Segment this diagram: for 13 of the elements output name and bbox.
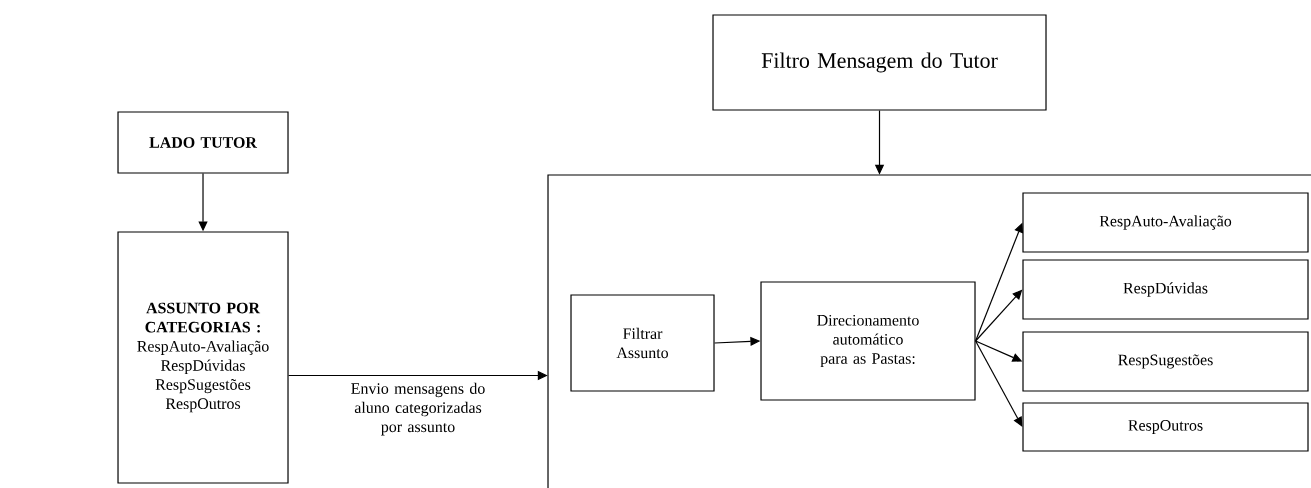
panel-frame [547, 174, 1311, 488]
process-box: Direcionamento automático para as Pastas: [760, 281, 976, 401]
folder-box: RespDúvidas [1022, 259, 1309, 320]
folder-box: RespAuto-Avaliação [1022, 192, 1309, 253]
arrow [975, 340, 1023, 427]
folder-box: RespOutros [1022, 402, 1309, 452]
filter-box: Filtro Mensagem do Tutor [712, 14, 1047, 111]
category-box: ASSUNTO POR CATEGORIAS : RespAuto-Avaliação RespDúvidas RespSugestões RespOutros [117, 231, 289, 484]
edge-label: Envio mensagens do aluno categorizadas por assunto [342, 381, 494, 437]
title-box: LADO TUTOR [117, 111, 289, 174]
arrow [975, 289, 1023, 342]
folder-box: RespSugestões [1022, 331, 1309, 392]
process-box: Filtrar Assunto [570, 294, 715, 392]
